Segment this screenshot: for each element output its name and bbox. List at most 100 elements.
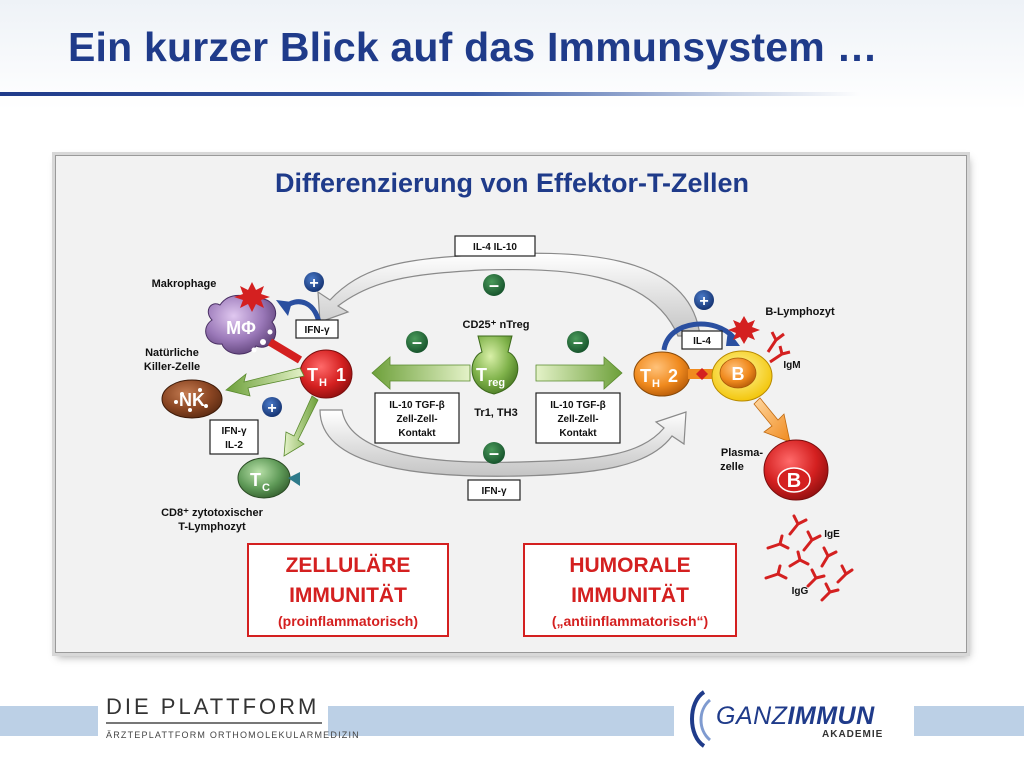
right-box-line3: Kontakt xyxy=(559,428,597,439)
plattform-logo-subtitle: ÄRZTEPLATTFORM ORTHOMOLEKULARMEDIZIN xyxy=(106,730,360,740)
top-arc-arrow xyxy=(317,252,701,337)
nk-label-line2: Killer-Zelle xyxy=(144,361,200,373)
svg-text:–: – xyxy=(412,332,422,352)
top-cytokine-label: IL-4 IL-10 xyxy=(473,242,517,253)
svg-text:+: + xyxy=(699,293,708,310)
top-cytokine-box xyxy=(454,235,536,257)
nk-cell: NK xyxy=(161,379,223,419)
title-background xyxy=(0,0,1024,110)
plus-badge-right: + xyxy=(694,290,714,310)
treg-cell: T reg xyxy=(471,335,519,395)
pathogen-burst-left xyxy=(234,282,270,312)
footer-bar-right xyxy=(914,706,1024,736)
plattform-logo-text: DIE PLATTFORM xyxy=(106,694,320,719)
plattform-logo-rule xyxy=(106,722,322,724)
ifn-top-box xyxy=(295,319,339,339)
right-box-line2: Zell-Zell- xyxy=(557,414,598,425)
bottom-cytokine-label: IFN-γ xyxy=(482,486,507,497)
igg-label: IgG xyxy=(792,586,809,597)
humoral-line1: HUMORALE xyxy=(569,554,690,577)
th2-sub: H xyxy=(652,378,660,390)
cd8-label-line1: CD8⁺ zytotoxischer xyxy=(161,507,263,519)
plus-badge-mid-left: + xyxy=(262,397,282,417)
cellular-line2: IMMUNITÄT xyxy=(289,584,407,607)
tc-text: T xyxy=(250,470,261,490)
il4-box xyxy=(681,330,723,350)
svg-text:–: – xyxy=(489,275,499,295)
igm-label: IgM xyxy=(783,360,800,371)
treg-below-label: Tr1, TH3 xyxy=(474,407,517,419)
title-underline xyxy=(0,92,860,96)
left-box-line1: IL-10 TGF-β xyxy=(389,400,445,411)
arrow-th1-to-nk xyxy=(225,367,305,397)
mac-th1-connector xyxy=(267,338,303,364)
blue-arc-arrowhead-right xyxy=(726,330,740,346)
arrow-b-to-plasma xyxy=(753,397,791,443)
svg-text:–: – xyxy=(489,443,499,463)
minus-badge-top: – xyxy=(483,274,505,296)
plasma-cell: B xyxy=(763,439,829,501)
plasma-b-text: B xyxy=(787,470,801,492)
th1-cell: T H 1 xyxy=(299,349,353,399)
secreted-antibodies xyxy=(764,514,854,602)
humoral-immunity-box xyxy=(523,543,737,637)
blue-arc-arrow-right xyxy=(661,321,736,351)
plasma-label-line2: zelle xyxy=(720,461,744,473)
th2-b-diamond xyxy=(696,368,708,380)
ifn-il2-line1: IFN-γ xyxy=(222,426,247,437)
th1-num: 1 xyxy=(336,365,346,385)
th2-cell: T H 2 xyxy=(633,351,691,397)
green-arrow-right xyxy=(535,356,623,390)
treg-sub: reg xyxy=(488,377,505,389)
nk-label-line1: Natürliche xyxy=(145,347,199,359)
ntreg-label: CD25⁺ nTreg xyxy=(463,319,530,331)
cellular-line3: (proinflammatorisch) xyxy=(278,613,418,629)
th1-text: T xyxy=(307,365,318,385)
ifn-il2-box xyxy=(209,419,259,455)
svg-text:–: – xyxy=(573,332,583,352)
blue-arc-arrowhead-left xyxy=(276,300,292,316)
left-box-line2: Zell-Zell- xyxy=(396,414,437,425)
cd8-label-line2: T-Lymphozyt xyxy=(178,521,246,533)
makrophage-label: Makrophage xyxy=(152,278,217,290)
b-cell: B xyxy=(711,350,773,402)
footer-bar-middle xyxy=(328,706,674,736)
plus-badge-top-left: + xyxy=(304,272,324,292)
nk-text: NK xyxy=(179,390,205,410)
ganzimmun-logo-text: GANZIMMUN xyxy=(716,702,875,730)
minus-badge-right: – xyxy=(567,331,589,353)
tc-cell: T C xyxy=(237,457,300,499)
slide-title: Ein kurzer Blick auf das Immunsystem … xyxy=(68,24,878,70)
left-mechanism-box xyxy=(374,392,460,444)
humoral-line3: („antiinflammatorisch“) xyxy=(552,613,708,629)
ganzimmun-logo-subtitle: AKADEMIE xyxy=(822,729,884,740)
ganzimmun-swirl-icon xyxy=(690,690,712,748)
th2-num: 2 xyxy=(668,366,678,386)
right-box-line1: IL-10 TGF-β xyxy=(550,400,606,411)
b-lymphozyt-label: B-Lymphozyt xyxy=(765,306,835,318)
footer-bar-left xyxy=(0,706,98,736)
macrophage-cell: MΦ xyxy=(205,294,277,355)
green-arrow-left xyxy=(371,356,471,390)
bottom-arc-arrow xyxy=(319,409,687,477)
igm-antibodies xyxy=(766,331,791,364)
ifn-top-label: IFN-γ xyxy=(305,325,330,336)
left-box-line3: Kontakt xyxy=(398,428,436,439)
tc-sub: C xyxy=(262,482,270,494)
th2-text: T xyxy=(640,366,651,386)
right-mechanism-box xyxy=(535,392,621,444)
treg-text: T xyxy=(476,365,487,385)
panel-title: Differenzierung von Effektor-T-Zellen xyxy=(274,168,750,198)
b-text: B xyxy=(732,364,745,384)
minus-badge-bottom: – xyxy=(483,442,505,464)
il4-label: IL-4 xyxy=(693,336,711,347)
cellular-line1: ZELLULÄRE xyxy=(286,554,411,577)
mphi-text: MΦ xyxy=(226,318,256,338)
svg-text:+: + xyxy=(267,400,276,417)
plasma-label-line1: Plasma- xyxy=(721,447,764,459)
bottom-cytokine-box xyxy=(467,479,521,501)
svg-text:+: + xyxy=(309,275,318,292)
ige-label: IgE xyxy=(824,529,840,540)
cellular-immunity-box xyxy=(247,543,449,637)
